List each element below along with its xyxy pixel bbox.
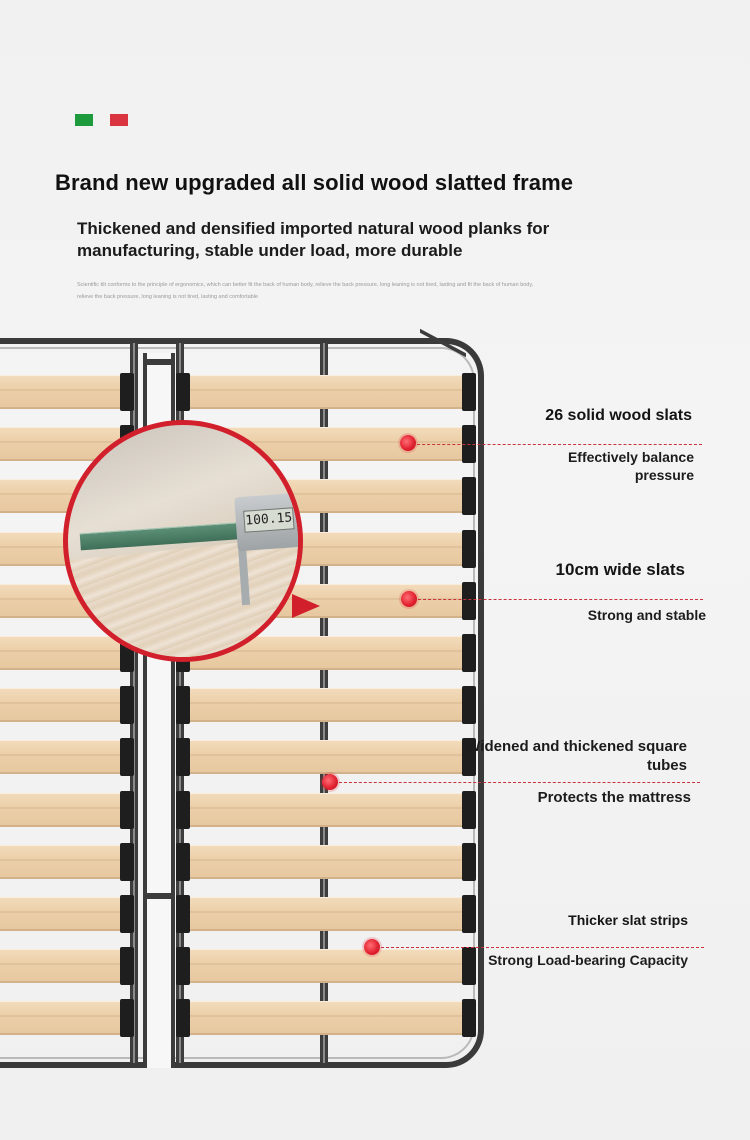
slat-holder-clip <box>462 686 476 725</box>
bubble-pointer <box>292 594 320 618</box>
slat-left <box>0 949 126 984</box>
slat-right <box>190 844 464 879</box>
slat-holder-clip <box>176 895 190 933</box>
callout-detail-1: Effectively balance pressure <box>567 449 694 483</box>
slat-right <box>190 375 464 409</box>
slat-holder-clip <box>120 373 134 411</box>
slat-holder-clip <box>462 895 476 933</box>
slat-holder-clip <box>176 790 190 829</box>
callout-line-1 <box>412 444 702 445</box>
flag-red-swatch <box>110 114 128 126</box>
slat-holder-clip <box>462 477 476 516</box>
slat-left <box>0 740 126 775</box>
caliper-readout: 100.15 <box>243 507 295 533</box>
callout-heading-2: 10cm wide slats <box>555 560 685 579</box>
center-rail-crossbar <box>143 359 175 365</box>
slat-left <box>0 1001 126 1036</box>
zoom-plank <box>68 531 298 657</box>
slat-right <box>190 688 464 723</box>
callout-heading-4: Thicker slat strips <box>568 912 688 928</box>
callout-detail-2: Strong and stable <box>587 607 706 623</box>
slat-holder-clip <box>462 738 476 777</box>
caliper-zoom-bubble: 100.15 <box>63 420 303 662</box>
slat-holder-clip <box>120 738 134 777</box>
center-rail-crossbar <box>143 893 175 899</box>
slat-holder-clip <box>462 842 476 881</box>
callout-detail-4: Strong Load-bearing Capacity <box>488 952 688 968</box>
slat-left <box>0 844 126 879</box>
slat-holder-clip <box>120 842 134 881</box>
support-tube-left <box>130 343 138 1063</box>
slat-right <box>190 740 464 775</box>
slat-holder-clip <box>462 373 476 411</box>
slat-holder-clip <box>462 529 476 568</box>
slat-right <box>190 897 464 931</box>
slat-right <box>190 792 464 827</box>
callout-marker-2 <box>401 591 417 607</box>
slat-holder-clip <box>176 373 190 411</box>
slat-holder-clip <box>462 947 476 986</box>
callout-line-4 <box>376 947 704 948</box>
caliper-head: 100.15 <box>234 492 298 552</box>
callout-heading-3: Widened and thickened square tubes <box>466 738 687 774</box>
callout-line-2 <box>413 599 703 600</box>
slat-holder-clip <box>120 790 134 829</box>
slat-holder-clip <box>120 686 134 725</box>
slat-right <box>190 1001 464 1036</box>
page-title: Brand new upgraded all solid wood slatte… <box>55 170 574 195</box>
slat-left <box>0 375 126 409</box>
slat-holder-clip <box>176 738 190 777</box>
callout-heading-1: 26 solid wood slats <box>545 407 692 424</box>
callout-line-3 <box>334 782 700 783</box>
slat-holder-clip <box>176 947 190 986</box>
slat-holder-clip <box>462 581 476 620</box>
callout-marker-1 <box>400 435 416 451</box>
slat-left <box>0 792 126 827</box>
callout-detail-3: Protects the mattress <box>537 789 691 806</box>
slat-holder-clip <box>462 634 476 672</box>
slat-holder-clip <box>462 790 476 829</box>
slat-holder-clip <box>120 999 134 1038</box>
slat-left <box>0 897 126 931</box>
page-subtitle: Thickened and densified imported natural… <box>77 219 550 260</box>
slat-left <box>0 688 126 723</box>
slat-holder-clip <box>120 947 134 986</box>
callout-marker-3 <box>322 774 338 790</box>
fine-print: Scientific tilt conforms to the principl… <box>77 282 534 300</box>
slat-holder-clip <box>176 686 190 725</box>
slat-right <box>190 949 464 984</box>
slat-holder-clip <box>176 999 190 1038</box>
slat-holder-clip <box>462 999 476 1038</box>
flag-green-swatch <box>75 114 93 126</box>
slat-holder-clip <box>176 842 190 881</box>
slat-holder-clip <box>120 895 134 933</box>
callout-marker-4 <box>364 939 380 955</box>
